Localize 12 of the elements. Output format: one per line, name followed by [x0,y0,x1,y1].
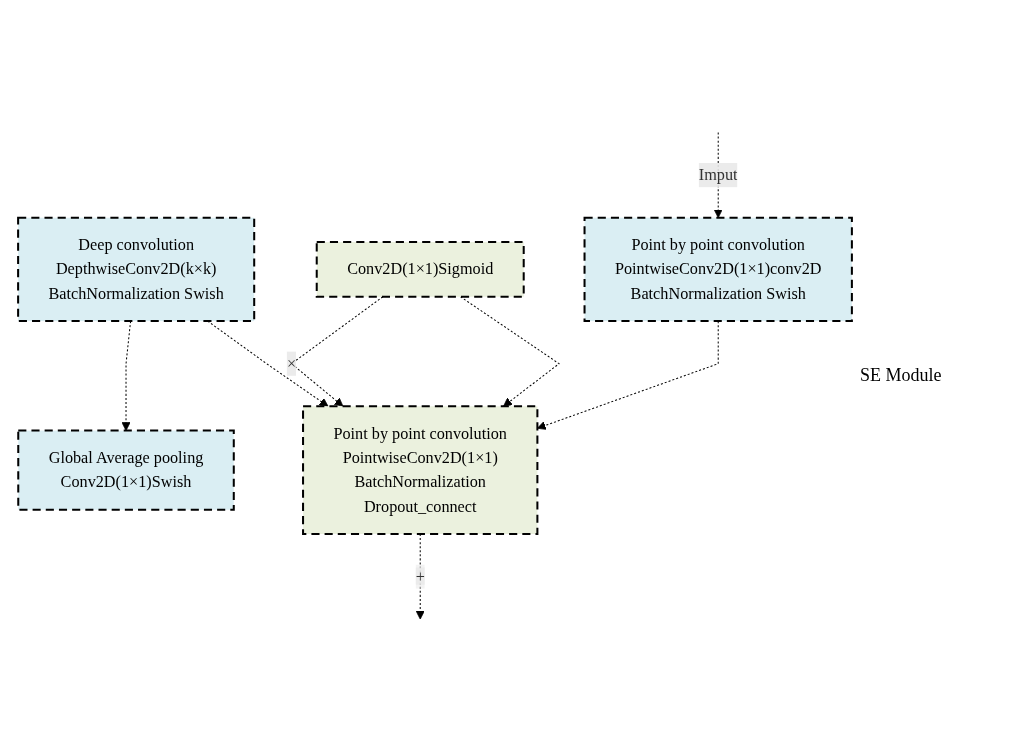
arrow [537,320,719,430]
module-label: SE Module [860,365,943,386]
edge-label: + [415,567,425,585]
arrow [713,131,723,218]
arrow [121,320,132,431]
edge-label: × [286,354,297,372]
node-box: Point by point convolution PointwiseConv2D(1×1) BatchNormalization Dropout_connect [302,404,539,535]
node-box: Point by point convolution PointwiseConv2D(1×1)conv2D BatchNormalization Swish [583,216,853,322]
edge-label: Imput [698,165,738,183]
node-box: Conv2D(1×1)Sigmoid [315,240,525,298]
node-box: Deep convolution DepthwiseConv2D(k×k) BatchNormalization Swish [17,216,256,322]
node-box: Global Average pooling Conv2D(1×1)Swish [17,429,235,511]
